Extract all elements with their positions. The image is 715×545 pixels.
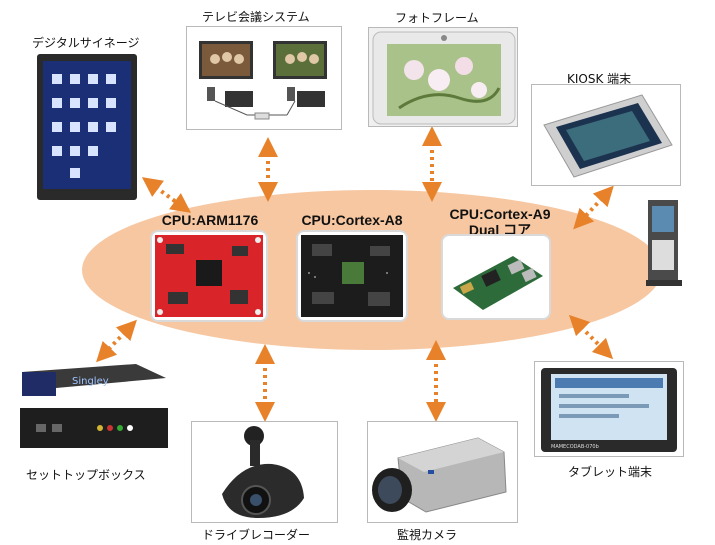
label-tablet: タブレット端末 [568,465,653,479]
double-arrow-icon [573,185,614,230]
digital-signage-image [34,52,140,202]
label-drive-recorder: ドライブレコーダー [202,528,311,542]
tablet-model-text: MAMECODAB-070b [551,444,599,450]
cpu-label-arm1176: CPU:ARM1176 [161,212,259,228]
stb-brand-text: Singley [72,376,109,387]
surveillance-camera-image [367,421,518,523]
kiosk-stand-image [640,196,692,288]
label-tv-conference: テレビ会議システム [202,10,310,24]
photo-frame-image [368,27,518,127]
drive-recorder-image [191,421,338,523]
label-digital-signage: デジタルサイネージ [32,36,140,50]
label-kiosk: KIOSK 端末 [567,72,632,86]
board-cortex-a9 [441,234,551,320]
tv-conference-image [186,26,342,130]
cpu-label-cortex-a8: CPU:Cortex-A8 [301,212,403,228]
cpu-label-cortex-a9: CPU:Cortex-A9 [449,206,551,222]
label-set-top-box: セットトップボックス [26,468,146,482]
board-cortex-a8 [296,230,408,322]
set-top-box-image: Singley [16,362,176,458]
double-arrow-icon [96,319,137,363]
label-photo-frame: フォトフレーム [395,11,479,25]
double-arrow-icon [568,314,614,360]
board-arm1176 [150,230,268,322]
double-arrow-icon [141,177,192,213]
tablet-image: MAMECODAB-070b [534,361,684,457]
label-surveillance-camera: 監視カメラ [397,528,458,542]
kiosk-image [531,84,681,186]
